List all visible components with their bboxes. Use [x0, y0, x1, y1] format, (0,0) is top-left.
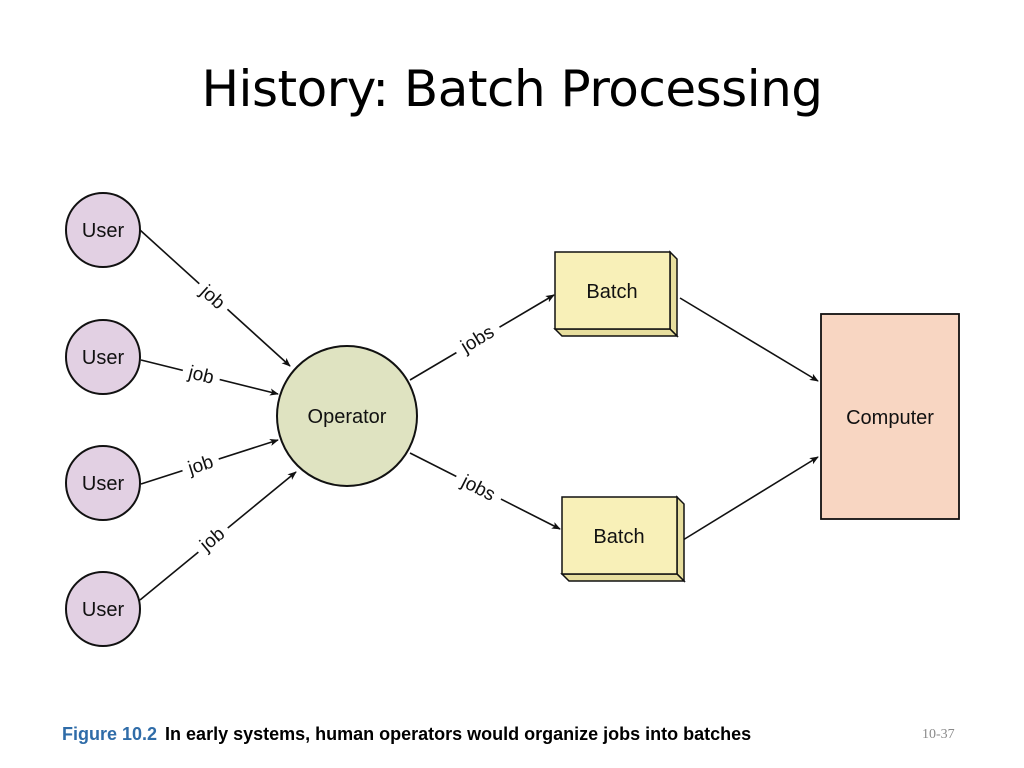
operator-node: Operator: [276, 345, 418, 487]
edge-batch-bottom-computer: [682, 456, 819, 541]
user-node-label: User: [82, 599, 125, 621]
user-nodes: User User User User: [65, 192, 141, 647]
edge-labels: job job job job jobs jobs: [178, 274, 508, 561]
user-node-label: User: [82, 347, 125, 369]
user-node: User: [65, 192, 141, 268]
slide-title: History: Batch Processing: [201, 60, 823, 118]
user-node: User: [65, 445, 141, 521]
batch-node-top: Batch: [553, 250, 679, 338]
batch-node-label: Batch: [593, 526, 644, 548]
edge-batch-top-computer: [679, 297, 819, 382]
user-node-label: User: [82, 473, 125, 495]
figure-number: Figure 10.2: [62, 724, 158, 744]
batch-node-label: Batch: [586, 281, 637, 303]
figure-caption-text: In early systems, human operators would …: [165, 724, 752, 744]
operator-node-label: Operator: [308, 406, 387, 428]
user-node: User: [65, 571, 141, 647]
figure-caption: Figure 10.2 In early systems, human opera…: [62, 724, 751, 745]
computer-node-label: Computer: [846, 407, 934, 429]
batch-node-bottom: Batch: [560, 495, 686, 583]
computer-node: Computer: [820, 313, 960, 520]
user-node: User: [65, 319, 141, 395]
batch-to-computer-edges: [679, 297, 819, 541]
user-node-label: User: [82, 220, 125, 242]
slide-number: 10-37: [922, 727, 955, 742]
